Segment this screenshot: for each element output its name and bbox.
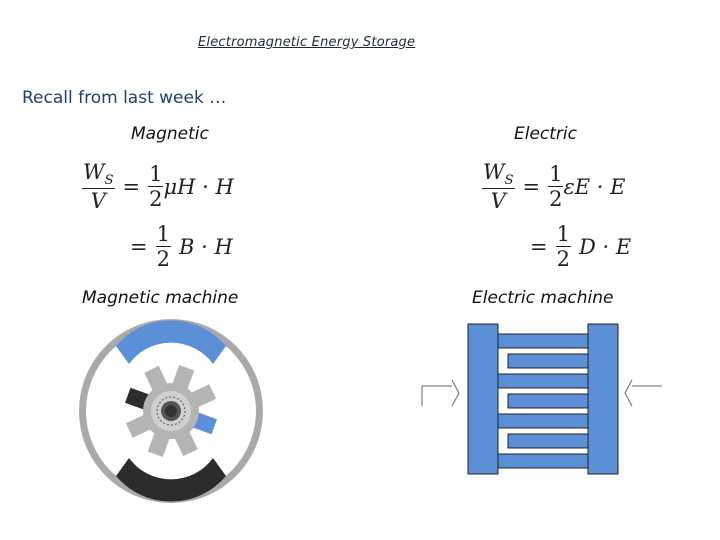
electric-equation-1: WS V = 1 2 εE · E bbox=[482, 160, 626, 214]
half-fraction: 1 2 bbox=[555, 222, 571, 271]
electric-equation-2: = 1 2 D · E bbox=[530, 222, 632, 271]
electric-heading: Electric bbox=[514, 124, 577, 144]
stator-pole-bottom bbox=[116, 458, 226, 502]
magnetic-equation-1: WS V = 1 2 μH · H bbox=[82, 160, 234, 214]
magnetic-machine-label: Magnetic machine bbox=[82, 288, 239, 308]
arrow-left-icon bbox=[624, 379, 662, 407]
energy-density-fraction: WS V bbox=[482, 160, 515, 214]
half-fraction: 1 2 bbox=[148, 162, 164, 212]
stator-pole-top bbox=[116, 320, 226, 364]
half-fraction: 1 2 bbox=[548, 162, 564, 212]
motor-cross-section-icon bbox=[79, 319, 263, 503]
capacitor-comb-icon bbox=[421, 323, 662, 475]
energy-density-fraction: WS V bbox=[82, 160, 115, 214]
magnetic-heading: Magnetic bbox=[131, 124, 209, 144]
recall-heading: Recall from last week … bbox=[22, 88, 227, 108]
electric-machine-label: Electric machine bbox=[472, 288, 614, 308]
half-fraction: 1 2 bbox=[155, 222, 171, 271]
arrow-right-icon bbox=[421, 379, 460, 407]
magnetic-equation-2: = 1 2 B · H bbox=[130, 222, 233, 271]
slide-title: Electromagnetic Energy Storage bbox=[198, 35, 416, 50]
